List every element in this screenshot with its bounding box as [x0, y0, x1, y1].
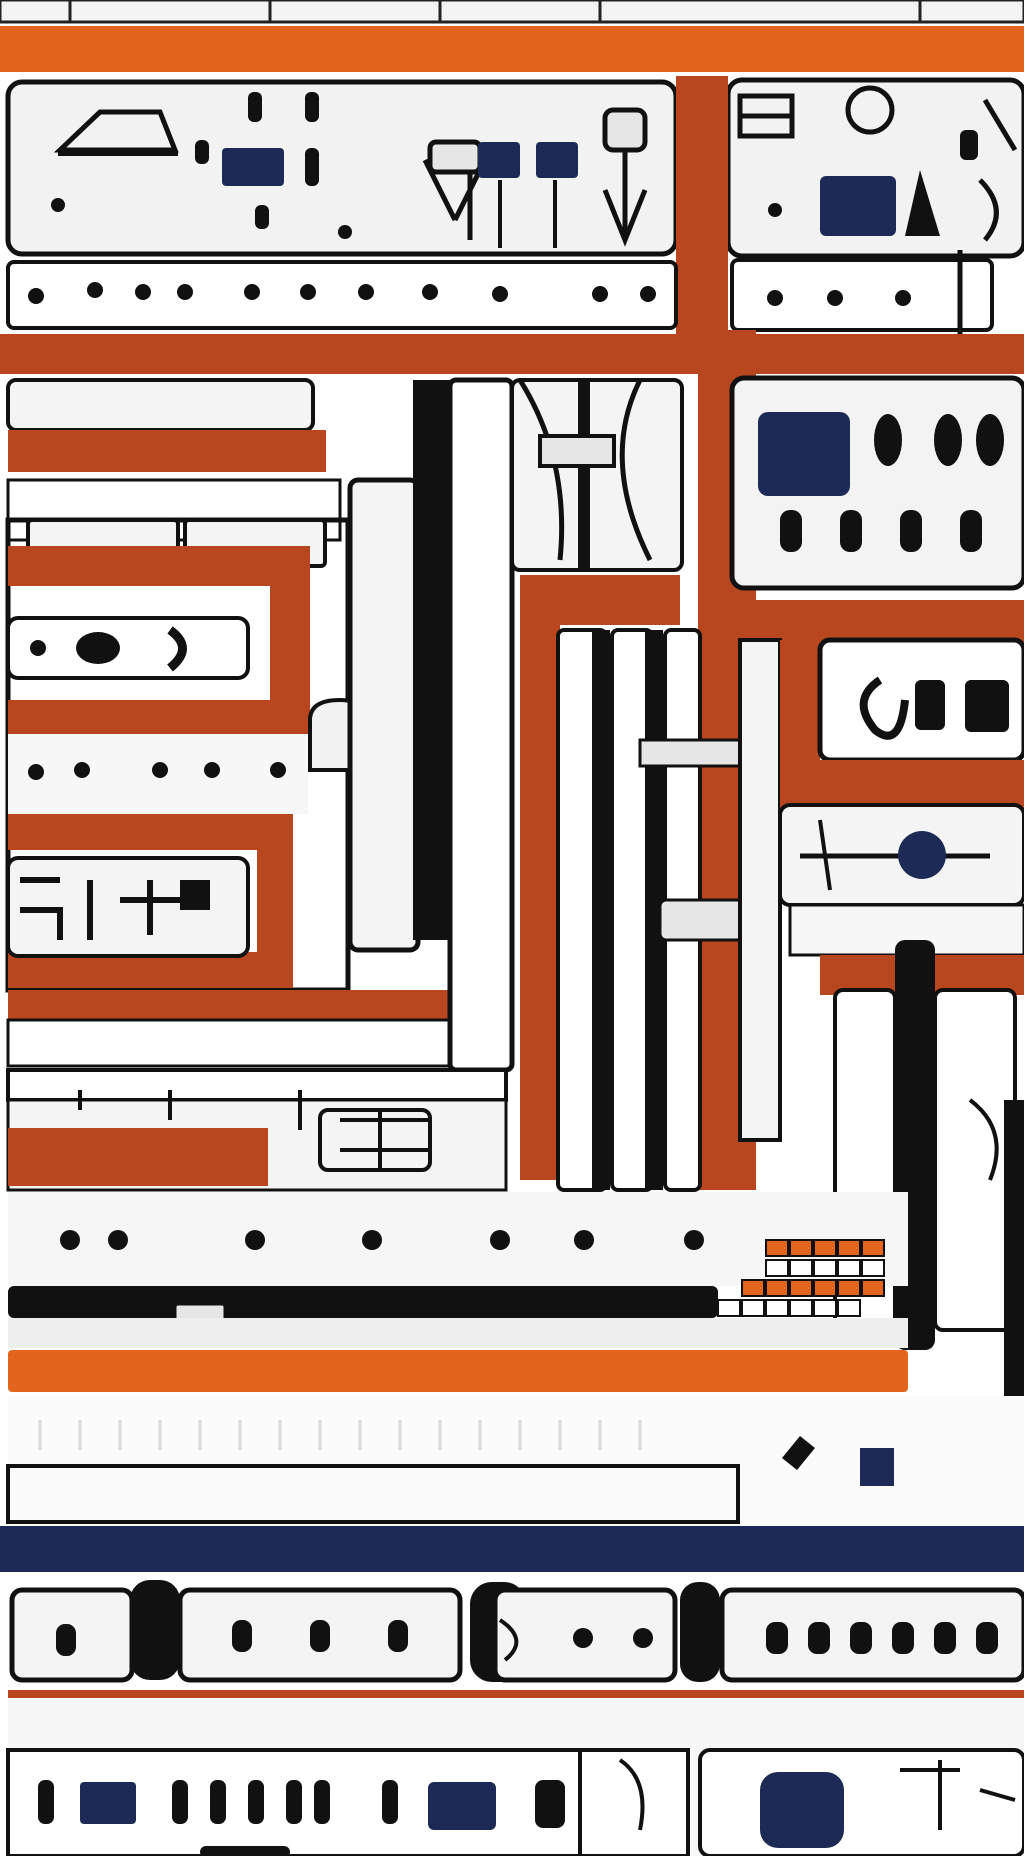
upper-left-module: [5, 79, 679, 257]
lower-white-area: [6, 1396, 1024, 1526]
top-strip: [0, 0, 1024, 24]
bottom-socket-row: [8, 1580, 1024, 1690]
red-accent-line: [8, 1690, 1024, 1698]
light-strip: [8, 1318, 908, 1348]
lower-left-panel: [6, 1068, 508, 1192]
rust-bus-horizontal: [0, 334, 1024, 374]
upper-right-module: [725, 77, 1024, 259]
orange-band-lower: [8, 1350, 908, 1392]
bottom-row: [6, 1700, 1024, 1856]
dot-strip-upper: [6, 250, 994, 340]
mid-columns: [347, 377, 772, 1192]
mid-left-stack: [5, 378, 502, 1068]
rust-riser-top: [676, 76, 728, 356]
dot-strip-lower: [8, 1192, 908, 1317]
black-bus-bar: [8, 1286, 718, 1318]
orange-band-top: [0, 26, 1024, 72]
navy-band: [0, 1526, 1024, 1572]
